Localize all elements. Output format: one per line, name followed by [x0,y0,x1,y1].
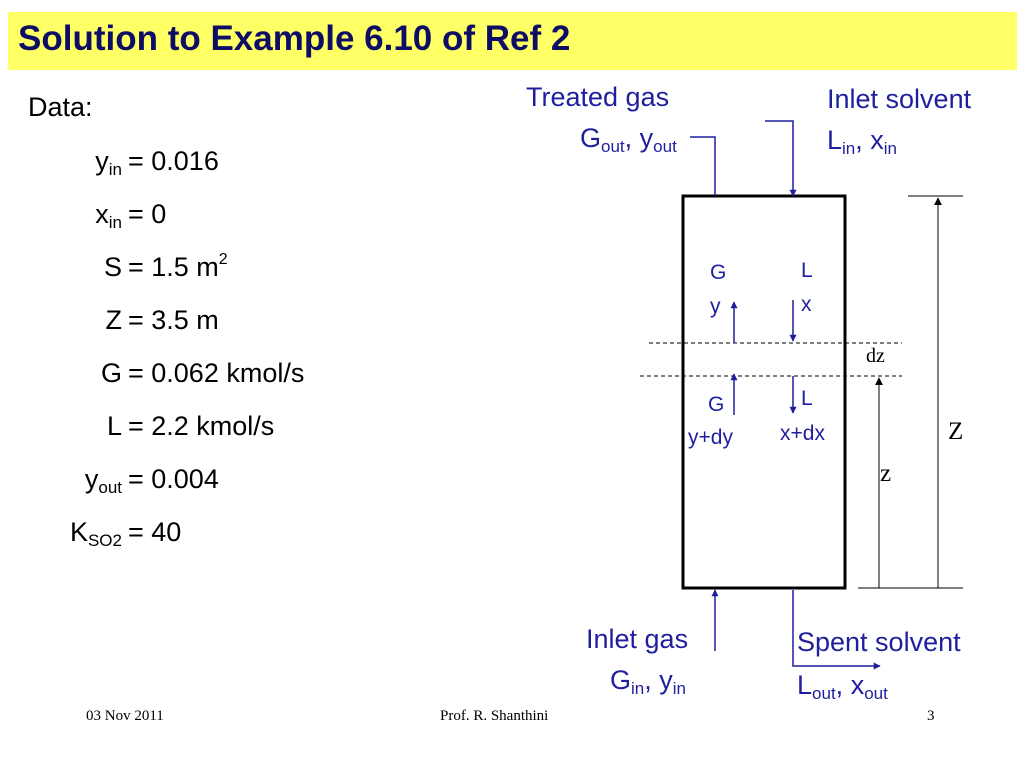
inlet-solvent-arrow [765,120,797,197]
inlet-gas-symbols: Gin, yin [610,665,686,698]
inlet-solvent-symbols: Lin, xin [827,125,898,158]
slide-title: Solution to Example 6.10 of Ref 2 [18,19,571,58]
column-outline [681,194,847,590]
upper-gas-comp-label: y [710,295,721,318]
treated-gas-symbols: Gout, yout [580,123,677,156]
inlet-solvent-label: Inlet solvent [827,84,972,114]
treated-gas-label: Treated gas [526,82,670,112]
footer-page-number: 3 [927,708,935,724]
lower-liquid-comp-label: x+dx [780,422,825,445]
inlet-gas-label: Inlet gas [586,624,689,654]
upper-gas-flow-label: G [710,261,727,284]
footer-date: 03 Nov 2011 [86,708,164,724]
upper-liquid-comp-label: x [801,293,812,316]
spent-solvent-arrow [792,590,881,670]
footer-author: Prof. R. Shanthini [440,708,549,724]
total-height-label: Z [948,418,964,445]
lower-liquid-flow-label: L [801,387,813,410]
local-height-label: z [880,460,892,487]
data-heading: Data: [28,92,93,122]
spent-solvent-label: Spent solvent [797,627,961,657]
lower-gas-comp-label: y+dy [688,426,733,449]
lower-gas-flow-label: G [708,393,725,416]
title-bar [8,12,1017,70]
treated-gas-line [690,136,716,196]
upper-liquid-flow-label: L [801,259,813,282]
dz-label: dz [866,345,885,367]
spent-solvent-symbols: Lout, xout [797,670,888,703]
